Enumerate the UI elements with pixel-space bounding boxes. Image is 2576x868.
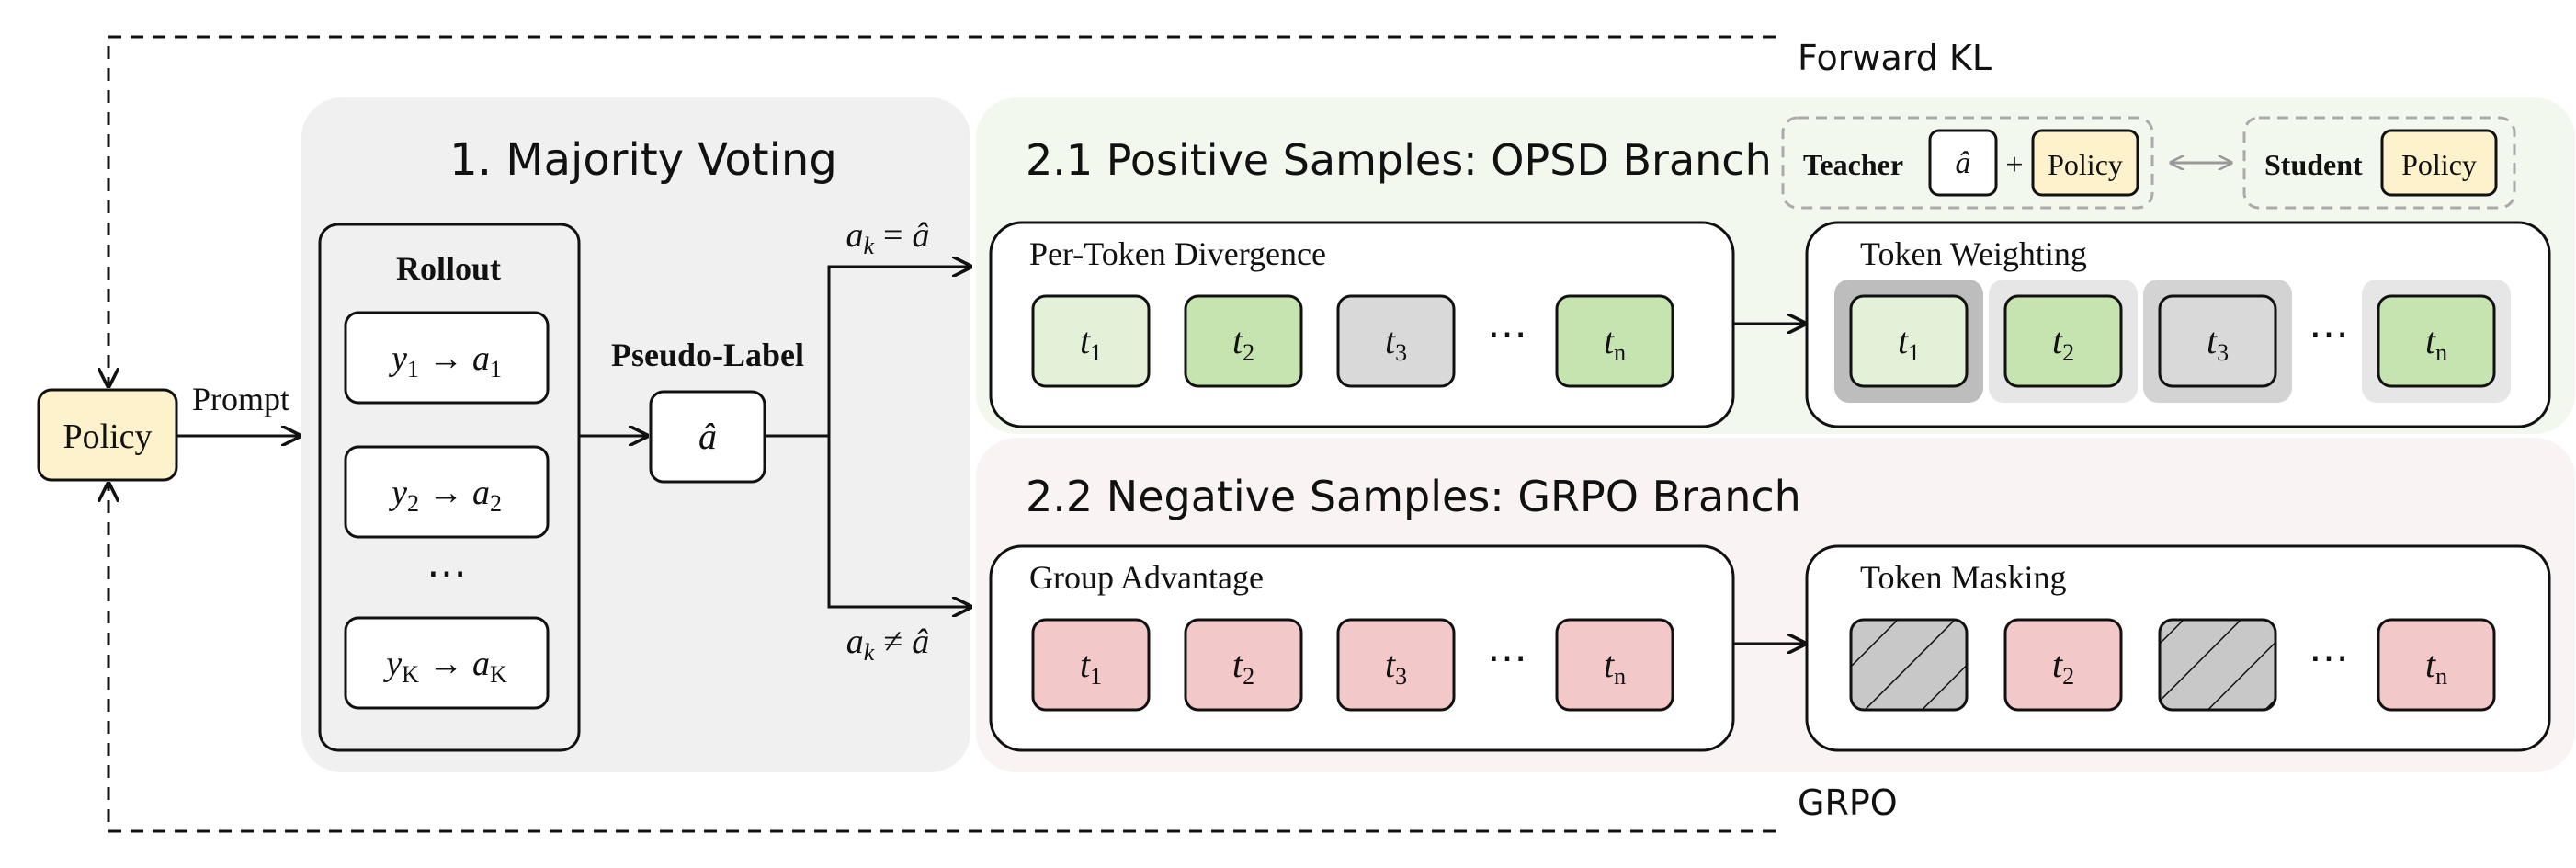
positive-branch-title: 2.1 Positive Samples: OPSD Branch: [1026, 135, 1772, 185]
negative-branch-title: 2.2 Negative Samples: GRPO Branch: [1026, 472, 1801, 521]
divergence-title: Per-Token Divergence: [1029, 235, 1326, 272]
teacher-policy: Policy: [2048, 148, 2123, 181]
policy-node: Policy: [37, 388, 178, 482]
token: tn: [2362, 280, 2511, 403]
svg-text:tn: tn: [1604, 644, 1626, 690]
token-ellipsis: ⋯: [2309, 312, 2349, 357]
svg-text:t2: t2: [2052, 320, 2074, 366]
svg-text:y1→a1: y1→a1: [388, 339, 502, 383]
student-group: Student Policy: [2242, 116, 2516, 210]
negative-condition: ak≠â: [846, 622, 929, 666]
student-policy: Policy: [2401, 148, 2477, 181]
positive-condition: ak=â: [846, 216, 930, 259]
teacher-label: Teacher: [1803, 148, 1903, 181]
teacher-hat: â: [1956, 146, 1971, 180]
token: t1: [1031, 294, 1151, 388]
token: [1849, 618, 1969, 712]
token: t3: [2143, 280, 2292, 403]
svg-text:t2: t2: [1232, 644, 1254, 690]
teacher-group: Teacher â + Policy: [1781, 116, 2154, 210]
token: tn: [1555, 618, 1674, 712]
svg-text:t1: t1: [1080, 320, 1102, 366]
pseudo-label-value: â: [698, 416, 717, 457]
token: t3: [1336, 618, 1456, 712]
feedback-loops: [108, 35, 1776, 833]
pseudo-label-title: Pseudo-Label: [611, 337, 804, 373]
svg-text:y2→a2: y2→a2: [388, 474, 502, 517]
svg-text:t2: t2: [1232, 320, 1254, 366]
token: tn: [2377, 618, 2496, 712]
token: t1: [1031, 618, 1151, 712]
token: tn: [1555, 294, 1674, 388]
teacher-plus: +: [2005, 148, 2023, 182]
rollout-item: yK→aK: [344, 616, 550, 710]
token: t1: [1834, 280, 1983, 403]
token: t2: [2003, 618, 2123, 712]
token: [2158, 618, 2277, 712]
masking-title: Token Masking: [1860, 559, 2066, 596]
token: t3: [1336, 294, 1456, 388]
forward-kl-label: Forward KL: [1798, 38, 1992, 78]
svg-text:tn: tn: [2425, 320, 2447, 366]
token: t2: [1184, 294, 1303, 388]
token-ellipsis: ⋯: [1487, 635, 1527, 680]
forward-kl-loop: [108, 35, 1776, 386]
majority-voting-title: 1. Majority Voting: [449, 134, 837, 186]
token: t2: [1989, 280, 2138, 403]
svg-text:tn: tn: [2425, 644, 2447, 690]
svg-text:yK→aK: yK→aK: [382, 645, 507, 688]
token: t2: [1184, 618, 1303, 712]
grpo-loop: [108, 484, 1776, 833]
rollout-title: Rollout: [396, 250, 501, 287]
weighting-title: Token Weighting: [1860, 235, 2087, 272]
rollout-item: y1→a1: [344, 311, 550, 405]
token-ellipsis: ⋯: [2309, 635, 2349, 680]
svg-text:t1: t1: [1898, 320, 1920, 366]
svg-text:t2: t2: [2052, 644, 2074, 690]
svg-text:t3: t3: [2207, 320, 2229, 366]
branch-connector: [765, 267, 970, 607]
token-ellipsis: ⋯: [1487, 312, 1527, 357]
advantage-title: Group Advantage: [1029, 559, 1264, 596]
policy-label: Policy: [62, 417, 152, 456]
student-label: Student: [2264, 148, 2363, 181]
rollout-item: y2→a2: [344, 445, 550, 539]
svg-text:t3: t3: [1385, 320, 1407, 366]
svg-text:t1: t1: [1080, 644, 1102, 690]
grpo-label: GRPO: [1798, 782, 1898, 823]
prompt-label: Prompt: [192, 381, 289, 417]
svg-text:tn: tn: [1604, 320, 1626, 366]
svg-text:t3: t3: [1385, 644, 1407, 690]
rollout-ellipsis: ⋯: [426, 551, 467, 596]
